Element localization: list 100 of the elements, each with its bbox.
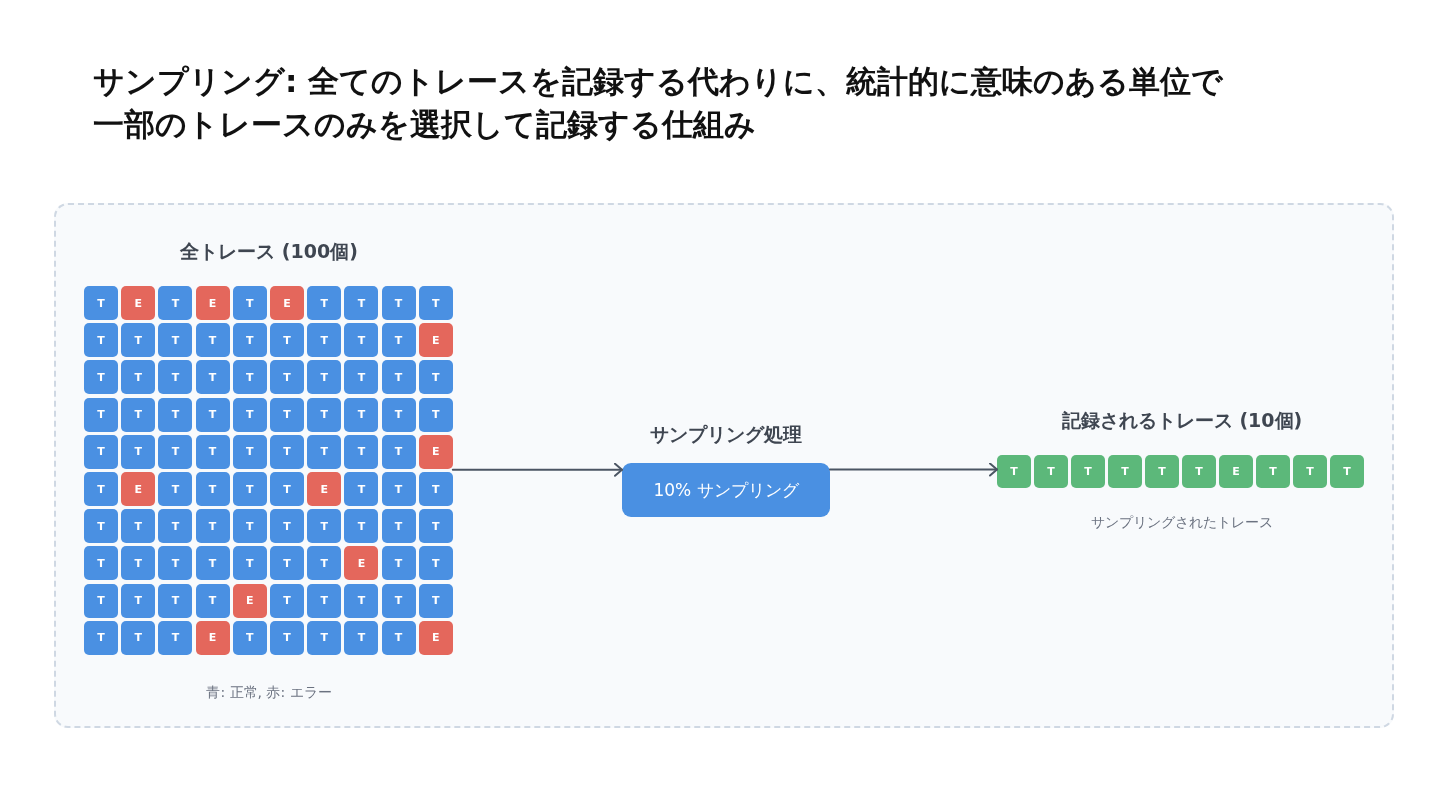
error-trace-tile: E (121, 286, 156, 320)
trace-tile: T (84, 583, 118, 618)
trace-tile: T (418, 546, 453, 581)
trace-tile: T (232, 360, 267, 395)
trace-tile: T (84, 509, 118, 544)
trace-tile: T (158, 509, 193, 544)
error-trace-tile: E (270, 286, 304, 320)
trace-tile: T (158, 323, 193, 358)
trace-tile: T (418, 397, 453, 432)
error-trace-tile: E (121, 472, 156, 506)
trace-tile: T (195, 434, 230, 469)
trace-tile: T (232, 472, 267, 506)
trace-tile: T (84, 323, 118, 358)
trace-tile: T (307, 360, 342, 395)
error-trace-tile: E (307, 472, 342, 506)
page-title: サンプリング: 全てのトレースを記録する代わりに、統計的に意味のある単位で一部のトレースのみを選択して記録する仕組み (93, 62, 1225, 144)
arrow (829, 462, 998, 477)
sampled-trace-tile: T (1293, 455, 1327, 488)
sampled-trace-tile: T (1330, 455, 1364, 488)
trace-tile: T (270, 620, 304, 655)
trace-tile: T (84, 620, 118, 655)
trace-tile: T (270, 583, 304, 618)
error-trace-tile: E (195, 286, 230, 320)
trace-tile: T (195, 323, 230, 358)
trace-tile: T (270, 509, 304, 544)
trace-tile: T (307, 286, 342, 320)
error-trace-tile: E (195, 620, 230, 655)
trace-tile: T (344, 323, 379, 358)
trace-tile: T (158, 546, 193, 581)
trace-tile: T (121, 397, 156, 432)
trace-tile: T (344, 472, 379, 506)
trace-tile: T (84, 360, 118, 395)
trace-tile: T (195, 360, 230, 395)
trace-tile: T (344, 509, 379, 544)
trace-tile: T (270, 546, 304, 581)
trace-tile: T (418, 583, 453, 618)
trace-tile: T (344, 583, 379, 618)
trace-tile: T (270, 323, 304, 358)
trace-tile: T (232, 397, 267, 432)
arrow (451, 462, 623, 477)
trace-tile: T (195, 397, 230, 432)
trace-tile: T (344, 286, 379, 320)
sampled-trace-tile: T (1108, 455, 1142, 488)
sampled-trace-tile: E (1219, 455, 1253, 488)
trace-tile: T (84, 472, 118, 506)
trace-tile: T (344, 397, 379, 432)
trace-tile: T (121, 434, 156, 469)
trace-tile: T (307, 620, 342, 655)
trace-tile: T (84, 286, 118, 320)
trace-tile: T (344, 360, 379, 395)
trace-tile: T (121, 323, 156, 358)
trace-tile: T (381, 434, 416, 469)
process-box: 10% サンプリング (622, 463, 830, 517)
error-trace-tile: E (418, 323, 453, 358)
trace-tile: T (158, 286, 193, 320)
trace-tile: T (121, 509, 156, 544)
trace-tile: T (307, 583, 342, 618)
trace-tile: T (381, 286, 416, 320)
sampled-trace-tile: T (1182, 455, 1216, 488)
trace-tile: T (344, 434, 379, 469)
sampled-trace-tile: T (1071, 455, 1105, 488)
trace-tile: T (195, 546, 230, 581)
caption-text: サンプリングされたトレース (1091, 513, 1273, 531)
trace-tile: T (232, 509, 267, 544)
trace-tile: T (84, 434, 118, 469)
trace-tile: T (307, 323, 342, 358)
trace-tile: T (270, 360, 304, 395)
error-trace-tile: E (418, 620, 453, 655)
trace-tile: T (121, 620, 156, 655)
sampled-trace-tile: T (1034, 455, 1068, 488)
trace-tile: T (232, 323, 267, 358)
trace-tile: T (381, 323, 416, 358)
section-heading: サンプリング処理 (650, 422, 802, 446)
trace-tile: T (195, 583, 230, 618)
trace-tile: T (307, 397, 342, 432)
trace-tile: T (418, 360, 453, 395)
trace-tile: T (195, 509, 230, 544)
trace-tile: T (121, 546, 156, 581)
trace-tile: T (121, 583, 156, 618)
trace-tile: T (381, 472, 416, 506)
trace-tile: T (381, 546, 416, 581)
trace-tile: T (270, 397, 304, 432)
trace-tile: T (158, 434, 193, 469)
trace-tile: T (344, 620, 379, 655)
trace-tile: T (232, 286, 267, 320)
section-heading: 全トレース (100個) (180, 239, 358, 263)
trace-tile: T (381, 583, 416, 618)
caption-text: 青: 正常, 赤: エラー (206, 683, 332, 701)
trace-tile: T (232, 620, 267, 655)
trace-tile: T (232, 434, 267, 469)
trace-tile: T (307, 509, 342, 544)
trace-tile: T (195, 472, 230, 506)
error-trace-tile: E (344, 546, 379, 581)
trace-tile: T (158, 472, 193, 506)
trace-tile: T (232, 546, 267, 581)
trace-tile: T (418, 286, 453, 320)
trace-tile: T (381, 509, 416, 544)
trace-tile: T (270, 434, 304, 469)
trace-tile: T (158, 397, 193, 432)
trace-tile: T (84, 546, 118, 581)
